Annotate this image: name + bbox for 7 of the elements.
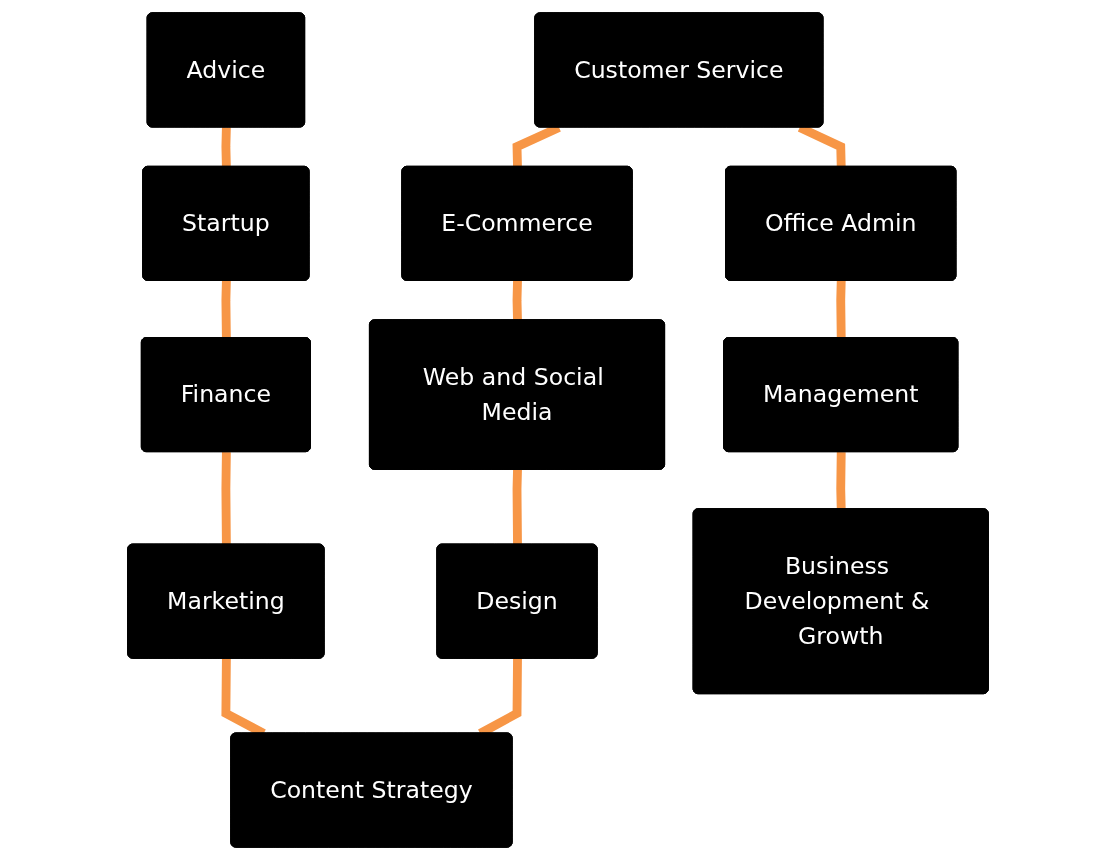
- connector: [221, 280, 231, 339]
- connector: [221, 452, 231, 545]
- connector: [836, 280, 846, 339]
- connector: [512, 469, 522, 545]
- connector: [836, 452, 846, 510]
- connector: [512, 280, 522, 321]
- connector: [221, 127, 231, 167]
